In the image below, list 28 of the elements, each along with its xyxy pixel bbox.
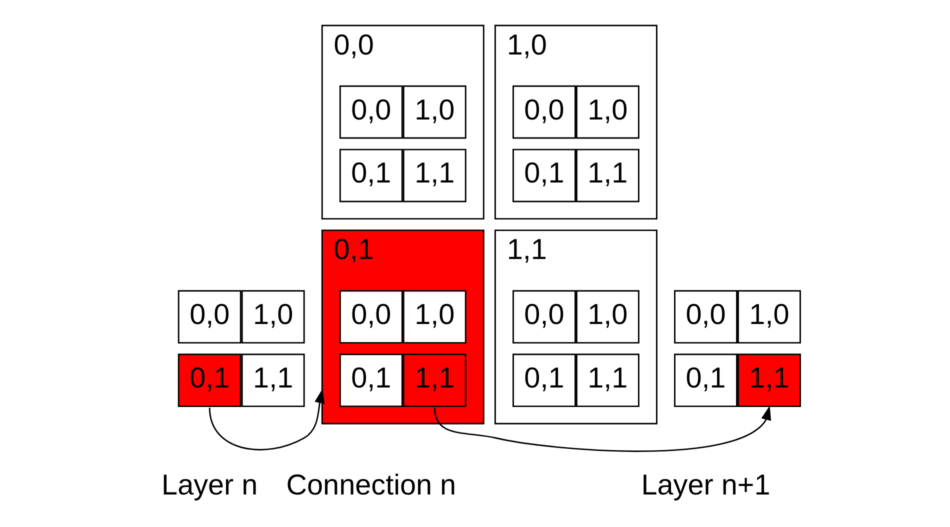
node-box: 1,0: [576, 85, 640, 139]
label: Layer n: [162, 469, 258, 502]
node-box: 0,0: [339, 290, 403, 344]
node-box: 0,1: [339, 354, 403, 407]
label: Layer n+1: [641, 469, 770, 502]
node-box: 1,1: [241, 354, 305, 407]
node-box: 1,1: [576, 354, 640, 407]
node-box: 0,0: [512, 290, 576, 344]
node-box: 1,0: [738, 290, 801, 344]
node-box: 1,1: [738, 354, 801, 407]
node-box: 0,0: [512, 85, 576, 139]
node-box: 1,0: [576, 290, 640, 344]
node-box: 1,0: [241, 290, 305, 344]
node-box: 1,1: [576, 148, 640, 202]
node-box: 0,0: [339, 85, 403, 139]
node-box: 0,1: [674, 354, 738, 407]
node-box: 1,0: [402, 85, 466, 139]
arrow: [208, 388, 325, 450]
node-box: 1,1: [402, 148, 466, 202]
node-box: 0,0: [674, 290, 738, 344]
label: Connection n: [286, 469, 456, 502]
node-box: 0,1: [512, 354, 576, 407]
node-box: 0,1: [339, 148, 403, 202]
node-box: 1,0: [402, 290, 466, 344]
node-box: 0,1: [512, 148, 576, 202]
node-box: 0,0: [178, 290, 242, 344]
node-box: 1,1: [402, 354, 466, 407]
node-box: 0,1: [178, 354, 242, 407]
